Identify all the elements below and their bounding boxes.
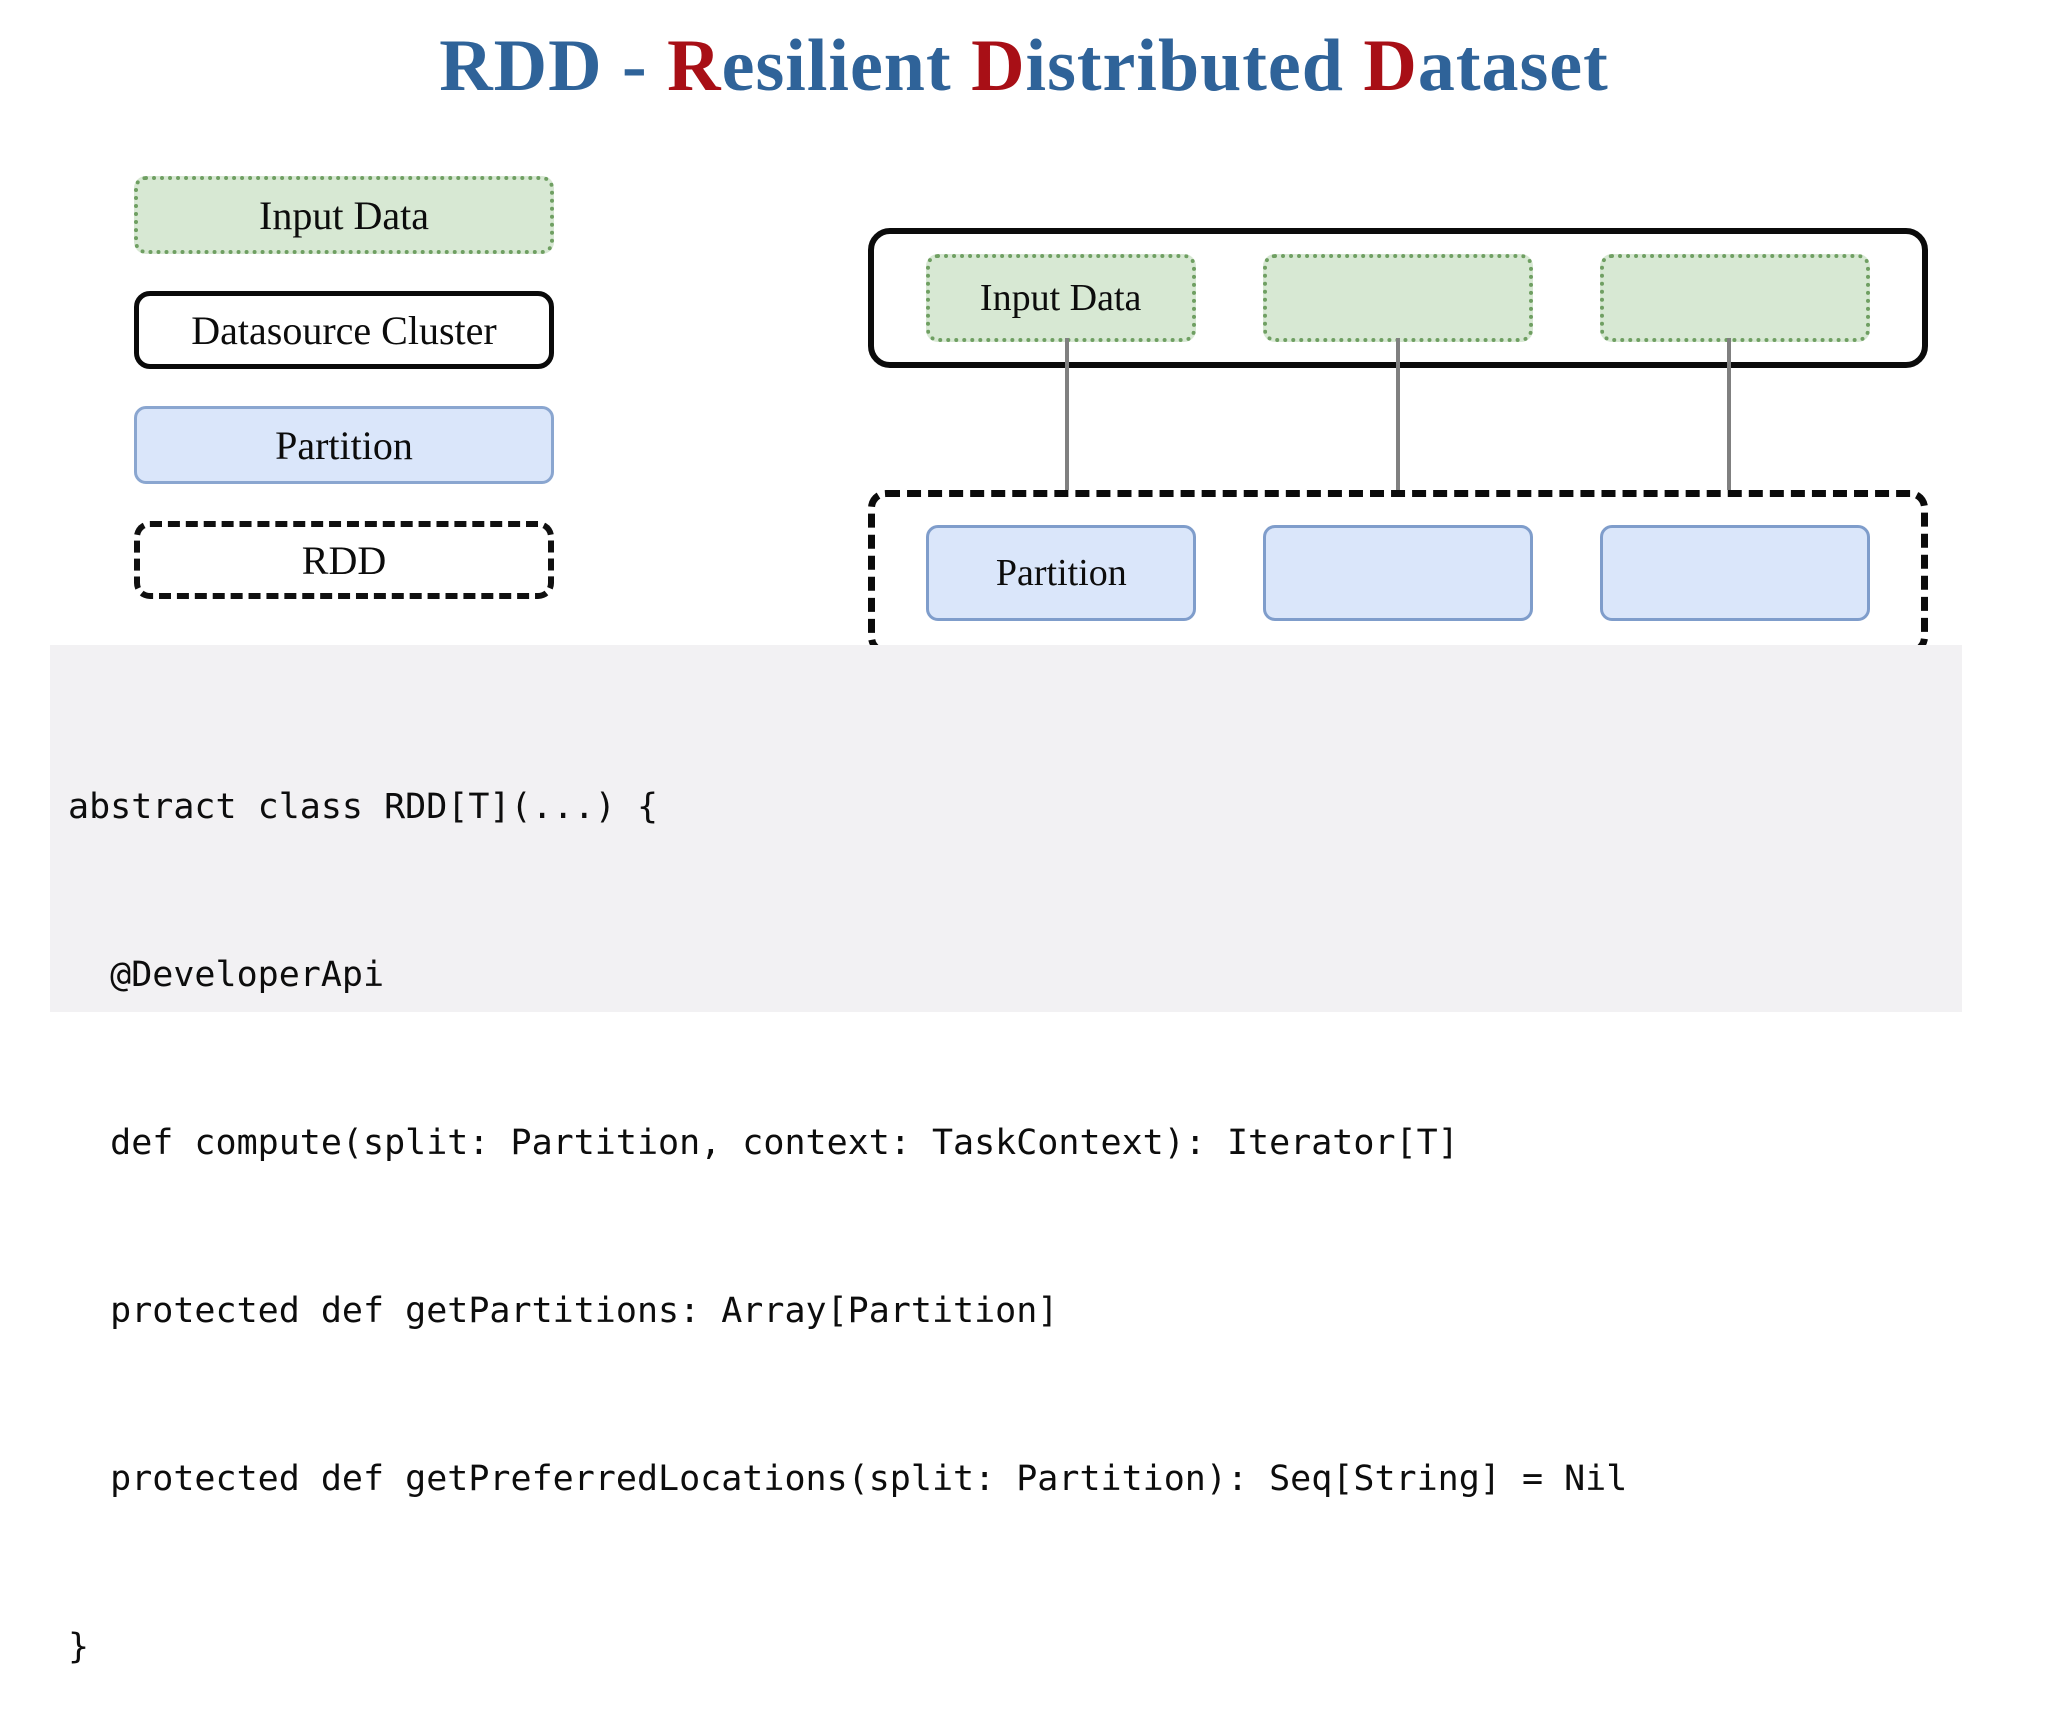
title-segment-2: esilient — [721, 25, 972, 107]
partition-box-3 — [1599, 524, 1870, 621]
rdd-container: Partition — [868, 490, 1928, 655]
title-segment-6: ataset — [1417, 25, 1609, 107]
legend-item-datasource-cluster: Datasource Cluster — [134, 291, 554, 369]
legend-item-label: Input Data — [259, 192, 429, 238]
legend: Input Data Datasource Cluster Partition … — [134, 176, 554, 636]
title-segment-1: R — [667, 25, 722, 107]
datasource-cluster-container: Input Data — [868, 228, 1928, 368]
legend-item-partition: Partition — [134, 406, 554, 484]
legend-item-label: RDD — [301, 537, 387, 583]
input-data-box-2 — [1262, 254, 1533, 342]
input-data-box-1: Input Data — [925, 254, 1196, 342]
title-segment-3: D — [971, 25, 1026, 107]
input-data-label: Input Data — [979, 277, 1142, 319]
page-title: RDD - Resilient Distributed Dataset — [0, 18, 2048, 114]
code-block: abstract class RDD[T](...) { @DeveloperA… — [50, 645, 1962, 1667]
code-line: @DeveloperApi — [68, 955, 385, 995]
legend-item-rdd: RDD — [134, 521, 554, 599]
title-segment-5: D — [1363, 25, 1418, 107]
code-line: protected def getPreferredLocations(spli… — [68, 1459, 1628, 1499]
legend-item-label: Partition — [275, 422, 413, 468]
partition-box-1: Partition — [926, 524, 1197, 621]
legend-item-label: Datasource Cluster — [191, 307, 497, 353]
legend-item-input-data: Input Data — [134, 176, 554, 254]
input-data-box-3 — [1600, 254, 1871, 342]
code-line: abstract class RDD[T](...) { — [68, 787, 659, 827]
code-line: protected def getPartitions: Array[Parti… — [68, 1291, 1059, 1331]
code-line: def compute(split: Partition, context: T… — [68, 1123, 1459, 1163]
partition-label: Partition — [995, 551, 1127, 594]
title-segment-4: istributed — [1025, 25, 1364, 107]
partition-box-2 — [1262, 524, 1533, 621]
code-line: } — [68, 1627, 90, 1667]
title-segment-0: RDD - — [439, 25, 668, 107]
rdd-diagram: Input Data Partition — [868, 228, 1928, 655]
